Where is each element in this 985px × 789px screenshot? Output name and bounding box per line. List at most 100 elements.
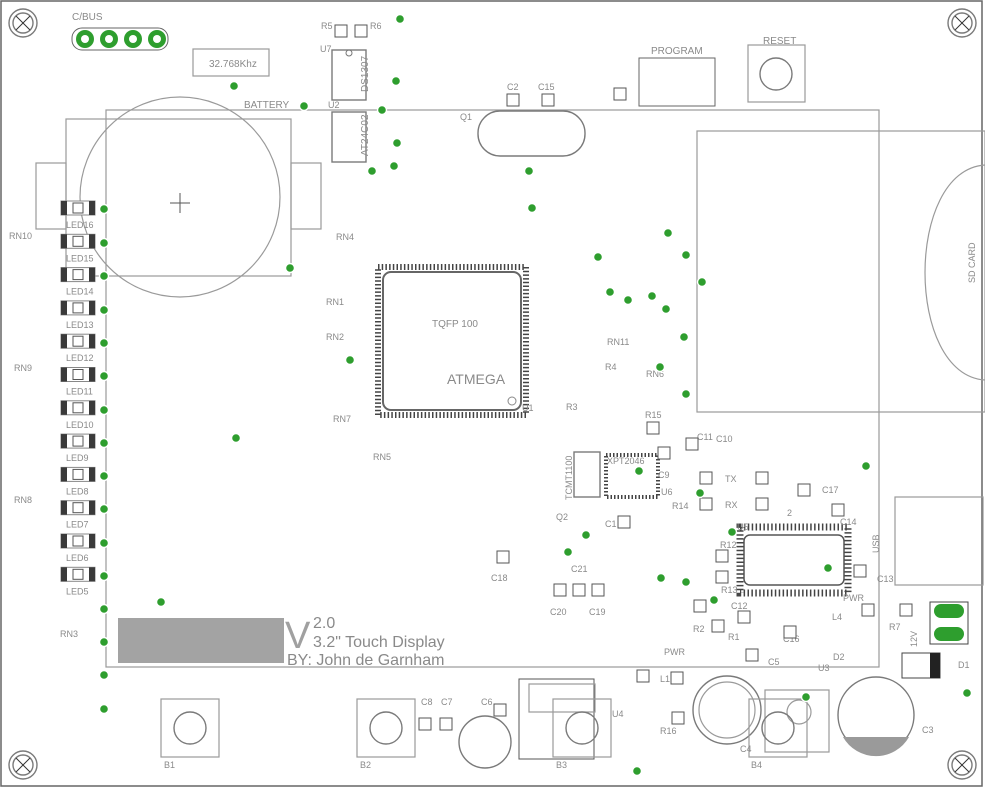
touch-controller — [604, 453, 660, 499]
button-b3[interactable] — [552, 698, 612, 758]
via — [562, 546, 574, 558]
led-led5: LED5 — [60, 566, 96, 596]
via — [98, 304, 110, 316]
via — [284, 262, 296, 274]
via — [391, 137, 403, 149]
cbus-label: C/BUS — [72, 12, 103, 23]
via — [523, 165, 535, 177]
via — [98, 636, 110, 648]
mounting-hole-br — [947, 750, 977, 780]
via — [678, 331, 690, 343]
cap-label-c20: C20 — [550, 607, 567, 617]
cap-label-c1: C1 — [605, 519, 617, 529]
via — [98, 203, 110, 215]
smd-pad — [899, 603, 913, 617]
rn-label-rn1: RN1 — [326, 297, 344, 307]
via — [680, 249, 692, 261]
via — [98, 437, 110, 449]
smd-pad — [354, 24, 368, 38]
via — [680, 388, 692, 400]
cap-label-c16: C16 — [783, 634, 800, 644]
smd-pad — [693, 599, 707, 613]
cap-label-c9: C9 — [658, 470, 670, 480]
mcu-brand-label: ATMEGA — [447, 371, 506, 387]
misc-label-rx: RX — [725, 500, 738, 510]
regulator-u3 — [764, 689, 830, 753]
via — [646, 290, 658, 302]
via — [230, 432, 242, 444]
smd-pad — [699, 471, 713, 485]
via — [98, 237, 110, 249]
via — [98, 570, 110, 582]
via — [98, 270, 110, 282]
misc-label-b4: B4 — [751, 760, 762, 770]
button-b2[interactable] — [356, 698, 416, 758]
via — [660, 303, 672, 315]
reset-button[interactable] — [747, 44, 806, 103]
smd-pad — [737, 610, 751, 624]
sd-card-outline — [696, 130, 985, 413]
rn-label-rn6: RN6 — [646, 369, 664, 379]
smd-pad — [853, 564, 867, 578]
usb-connector[interactable] — [894, 496, 984, 586]
vias — [98, 13, 973, 777]
cap-label-c19: C19 — [589, 607, 606, 617]
smd-pad — [670, 671, 684, 685]
via — [708, 594, 720, 606]
inductor-l1 — [692, 675, 762, 745]
cap-label-c13: C13 — [877, 574, 894, 584]
author-line: BY: John de Garnham — [287, 652, 444, 669]
via — [98, 470, 110, 482]
led-led11: LED11 — [60, 367, 96, 397]
button-b4[interactable] — [748, 698, 808, 758]
led-led9: LED9 — [60, 433, 96, 463]
smd-pad — [711, 619, 725, 633]
via — [633, 465, 645, 477]
product-title: 3.2" Touch Display — [313, 634, 445, 651]
rn-label-rn10: RN10 — [9, 231, 32, 241]
via — [662, 227, 674, 239]
battery-label: BATTERY — [244, 100, 290, 111]
program-header[interactable] — [638, 57, 716, 107]
res-label-r14: R14 — [672, 501, 689, 511]
via — [726, 526, 738, 538]
via — [298, 100, 310, 112]
cap-label-c6: C6 — [481, 697, 493, 707]
smd-pad — [646, 421, 660, 435]
smd-pads — [334, 24, 913, 731]
led-led12: LED12 — [60, 333, 96, 363]
cap-label-c14: C14 — [840, 517, 857, 527]
cap-label-c4: C4 — [740, 744, 752, 754]
cap-label-c7: C7 — [441, 697, 453, 707]
button-b1[interactable] — [160, 698, 220, 758]
cbus-header[interactable] — [71, 27, 169, 51]
led-label: LED7 — [66, 520, 89, 530]
misc-label-d1: D1 — [958, 660, 970, 670]
rn-label-rn7: RN7 — [333, 414, 351, 424]
res-label-r2: R2 — [693, 624, 705, 634]
via — [98, 603, 110, 615]
smd-pad — [418, 717, 432, 731]
smd-pad — [334, 24, 348, 38]
usb-label: USB — [871, 534, 881, 553]
cap-label-c18: C18 — [491, 573, 508, 583]
misc-label-l1: L1 — [660, 674, 670, 684]
via — [604, 286, 616, 298]
smd-pad — [591, 583, 605, 597]
smd-pad — [715, 549, 729, 563]
misc-label-b2: B2 — [360, 760, 371, 770]
cap-label-c8: C8 — [421, 697, 433, 707]
rn-label-rn9: RN9 — [14, 363, 32, 373]
res-label-r16: R16 — [660, 726, 677, 736]
cap-label-c10: C10 — [716, 434, 733, 444]
battery-holder — [35, 96, 322, 298]
touch-chip-label: XPT2046 — [607, 456, 645, 466]
led-label: LED11 — [66, 387, 93, 397]
cap-label-c11: C11 — [697, 432, 713, 442]
smd-pad — [493, 703, 507, 717]
pwr-label: PWR — [843, 593, 864, 603]
smd-pad — [745, 648, 759, 662]
via — [366, 165, 378, 177]
